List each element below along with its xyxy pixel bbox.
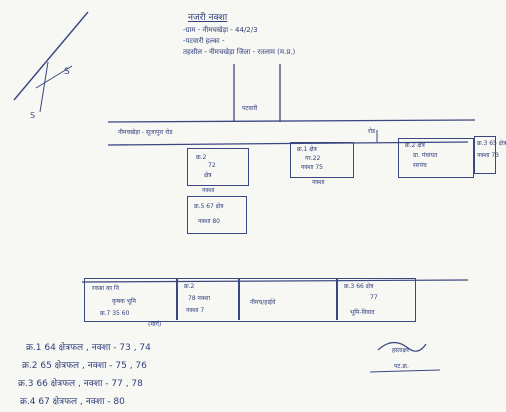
plot-1-under: नक्शा — [202, 187, 215, 194]
cell2-line3: नक्शा 7 — [186, 307, 205, 314]
list-item-2: क्र.2 65 क्षेत्रफल , नक्शा - 75 , 76 — [22, 361, 147, 371]
list-item-1: क्र.1 64 क्षेत्रफल , नक्शा - 73 , 74 — [26, 343, 151, 353]
plot-5-line1: क्र.5 67 क्षेत्र — [194, 203, 224, 210]
bottom-table-divider-3 — [336, 278, 338, 320]
header-title: नजरी नक्शा — [188, 13, 228, 23]
cell2-line1: क्र.2 — [184, 283, 195, 290]
plot-box-5: क्र.5 67 क्षेत्र नक्शा 80 — [187, 196, 247, 234]
plot-1-line2: 72 — [208, 162, 216, 169]
signature-sub: पट.क्र. — [394, 363, 409, 370]
cell4-line1: क्र.3 66 क्षेत्र — [344, 283, 374, 290]
plot-box-1: क्र.2 72 क्षेत्र — [187, 148, 249, 186]
signature-text: हस्ताक्षर — [392, 347, 410, 354]
plot-2-under: नक्शा — [312, 179, 325, 186]
bottom-table-divider-1 — [176, 278, 178, 320]
sketch-lines: S S — [13, 11, 476, 373]
plot-1-line3: क्षेत्र — [204, 172, 212, 179]
bottom-table — [84, 278, 416, 322]
plot-3-line3: सरपंच — [413, 162, 427, 169]
plot-box-2: क्र.1 क्षेत्र गर.22 नक्शा 75 — [290, 142, 354, 178]
header-line-4: तहसील - नीमचखेड़ा जिला - रतलाम (म.प्र.) — [183, 48, 296, 56]
cell1-line2: कृषक भूमि — [112, 298, 136, 305]
list-item-3: क्र.3 66 क्षेत्रफल , नक्शा - 77 , 78 — [18, 379, 143, 389]
plot-3-line2: ग्रा. पंचायत — [413, 152, 438, 159]
road-label: नीमचखेड़ा - सूजापुरा रोड — [118, 129, 173, 136]
document-page: S S नजरी नक्शा -ग्राम - नीमचखेड़ा - 44/2… — [13, 11, 506, 407]
svg-text:S: S — [64, 67, 70, 77]
cell1-line1: रकबा का नि — [92, 285, 119, 292]
plot-2-line3: नक्शा 75 — [301, 164, 324, 171]
top-box-label: पटवारी — [242, 105, 258, 112]
plot-1-line1: क्र.2 — [196, 154, 207, 161]
cell4-line2: 77 — [370, 294, 378, 301]
plot-2-line1: क्र.1 क्षेत्र — [297, 146, 317, 153]
header-line-2: -ग्राम - नीमचखेड़ा - 44/2/3 — [183, 26, 258, 34]
plot-box-4: क्र.3 65 क्षेत्र नक्शा 73 — [474, 136, 506, 174]
plot-box-3: क्र.2 क्षेत्र ग्रा. पंचायत सरपंच — [398, 138, 474, 178]
cell4-line3: भूमि-विवाद — [350, 309, 375, 316]
svg-text:S: S — [30, 111, 35, 120]
cell1-line3: क्र.7 35 60 — [100, 310, 130, 317]
plot-2-line2: गर.22 — [305, 155, 321, 162]
plot-5-line2: नक्शा 80 — [198, 218, 221, 225]
header-line-3: -पटवारी हल्का - — [183, 37, 225, 45]
right-road-label: रोड — [368, 128, 376, 135]
list-item-4: क्र.4 67 क्षेत्रफल , नक्शा - 80 — [20, 397, 125, 407]
bottom-table-divider-2 — [238, 278, 240, 320]
cell2-line2: 78 नक्शा — [188, 295, 211, 302]
cell3-line1: नीमच/हाईवे — [250, 299, 276, 306]
plot-3-line1: क्र.2 क्षेत्र — [405, 142, 425, 149]
plot-4-line2: नक्शा 73 — [477, 152, 500, 159]
plot-4-line1: क्र.3 65 क्षेत्र — [477, 140, 506, 147]
bottom-note: (मार्ग) — [148, 321, 162, 328]
